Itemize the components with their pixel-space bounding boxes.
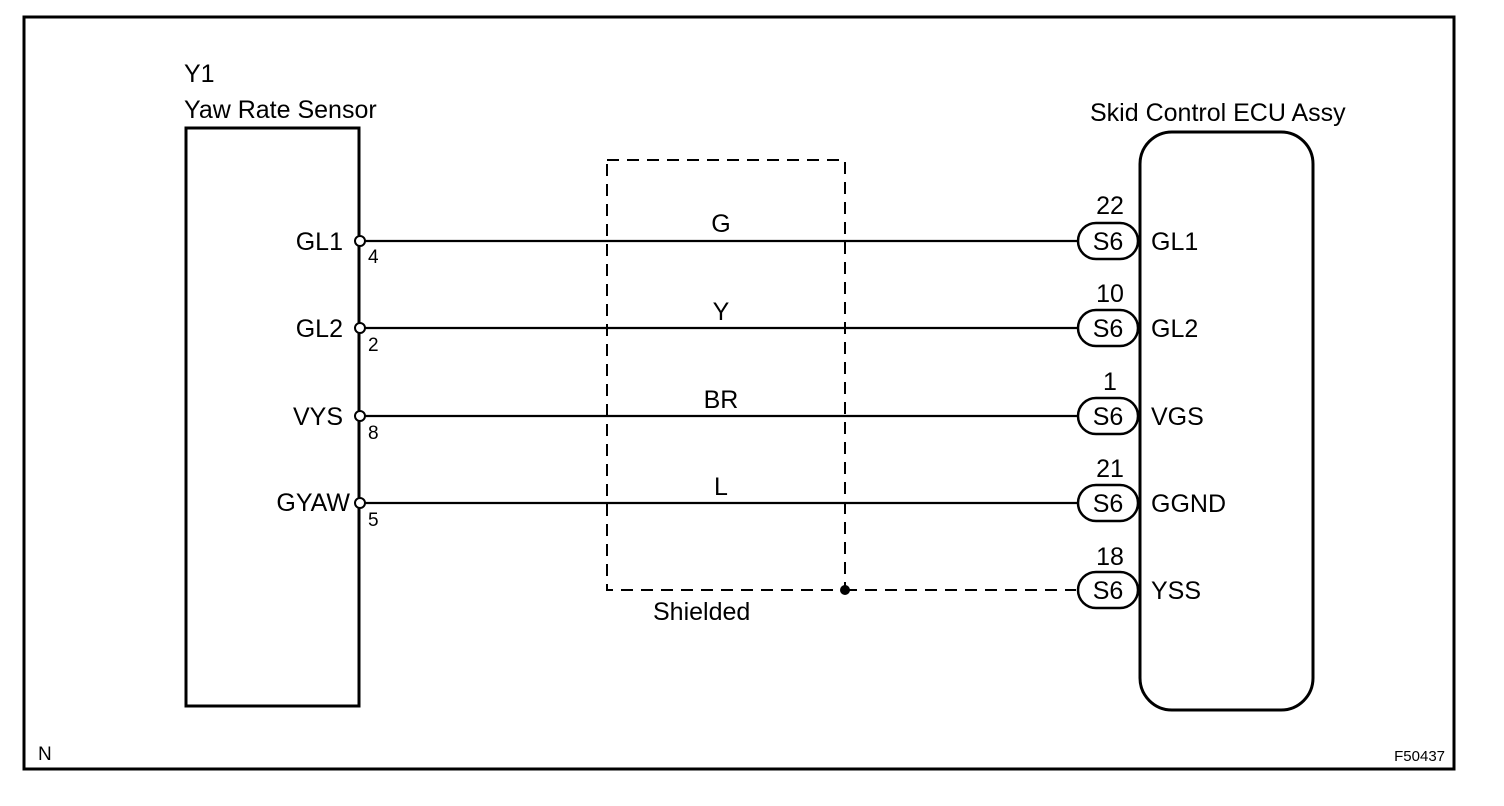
- ecu-pin-number: 21: [1096, 455, 1124, 483]
- footer-left-code: N: [38, 744, 52, 765]
- sensor-pin-name: GYAW: [276, 489, 350, 517]
- sensor-pin-number: 2: [368, 335, 379, 356]
- ecu-box: [1138, 130, 1315, 712]
- wire-color: G: [711, 210, 730, 238]
- sensor-terminal: [354, 322, 366, 334]
- connector-code: S6: [1093, 577, 1124, 605]
- figure-id: F50437: [1394, 748, 1445, 765]
- ecu-pin-number: 22: [1096, 192, 1124, 220]
- sensor-terminal: [354, 235, 366, 247]
- connector-shape: [1076, 221, 1140, 261]
- connector-shape: [1076, 308, 1140, 348]
- wire-color: Y: [713, 298, 730, 326]
- ecu-pin-number: 10: [1096, 280, 1124, 308]
- ecu-terminal-name: YSS: [1151, 577, 1201, 605]
- ecu-terminal-name: GL1: [1151, 228, 1198, 256]
- sensor-code: Y1: [184, 60, 215, 88]
- ecu-name: Skid Control ECU Assy: [1090, 99, 1346, 127]
- ecu-pin-number: 18: [1096, 543, 1124, 571]
- wire-gl1: GL1 4 G 22 S6 GL1: [296, 192, 1199, 268]
- shield-junction-dot: [840, 585, 850, 595]
- wire-color: BR: [704, 386, 739, 414]
- wire-gyaw: GYAW 5 L 21 S6 GGND: [276, 455, 1226, 531]
- sensor-pin-number: 5: [368, 510, 379, 531]
- sensor-pin-name: VYS: [293, 403, 343, 431]
- wire-vys: VYS 8 BR 1 S6 VGS: [293, 368, 1204, 444]
- sensor-pin-name: GL2: [296, 315, 343, 343]
- ecu-terminal-name: VGS: [1151, 403, 1204, 431]
- ecu-terminal-name: GGND: [1151, 490, 1226, 518]
- connector-code: S6: [1093, 403, 1124, 431]
- wire-gl2: GL2 2 Y 10 S6 GL2: [296, 280, 1199, 356]
- wire-color: L: [714, 473, 728, 501]
- sensor-terminal: [354, 410, 366, 422]
- shield-label: Shielded: [653, 598, 750, 626]
- shield-box: [606, 159, 846, 591]
- connector-code: S6: [1093, 490, 1124, 518]
- terminal-yss: 18 S6 YSS: [1076, 543, 1201, 610]
- connector-shape: [1076, 396, 1140, 436]
- connector-shape: [1076, 483, 1140, 523]
- connector-code: S6: [1093, 228, 1124, 256]
- sensor-name: Yaw Rate Sensor: [184, 96, 377, 124]
- sensor-terminal: [354, 497, 366, 509]
- sensor-pin-number: 8: [368, 423, 379, 444]
- sensor-box: [184, 126, 361, 708]
- connector-shape: [1076, 570, 1140, 610]
- sensor-pin-number: 4: [368, 247, 379, 268]
- connector-code: S6: [1093, 315, 1124, 343]
- sensor-pin-name: GL1: [296, 228, 343, 256]
- diagram-frame: [22, 15, 1456, 771]
- ecu-pin-number: 1: [1103, 368, 1117, 396]
- ecu-terminal-name: GL2: [1151, 315, 1198, 343]
